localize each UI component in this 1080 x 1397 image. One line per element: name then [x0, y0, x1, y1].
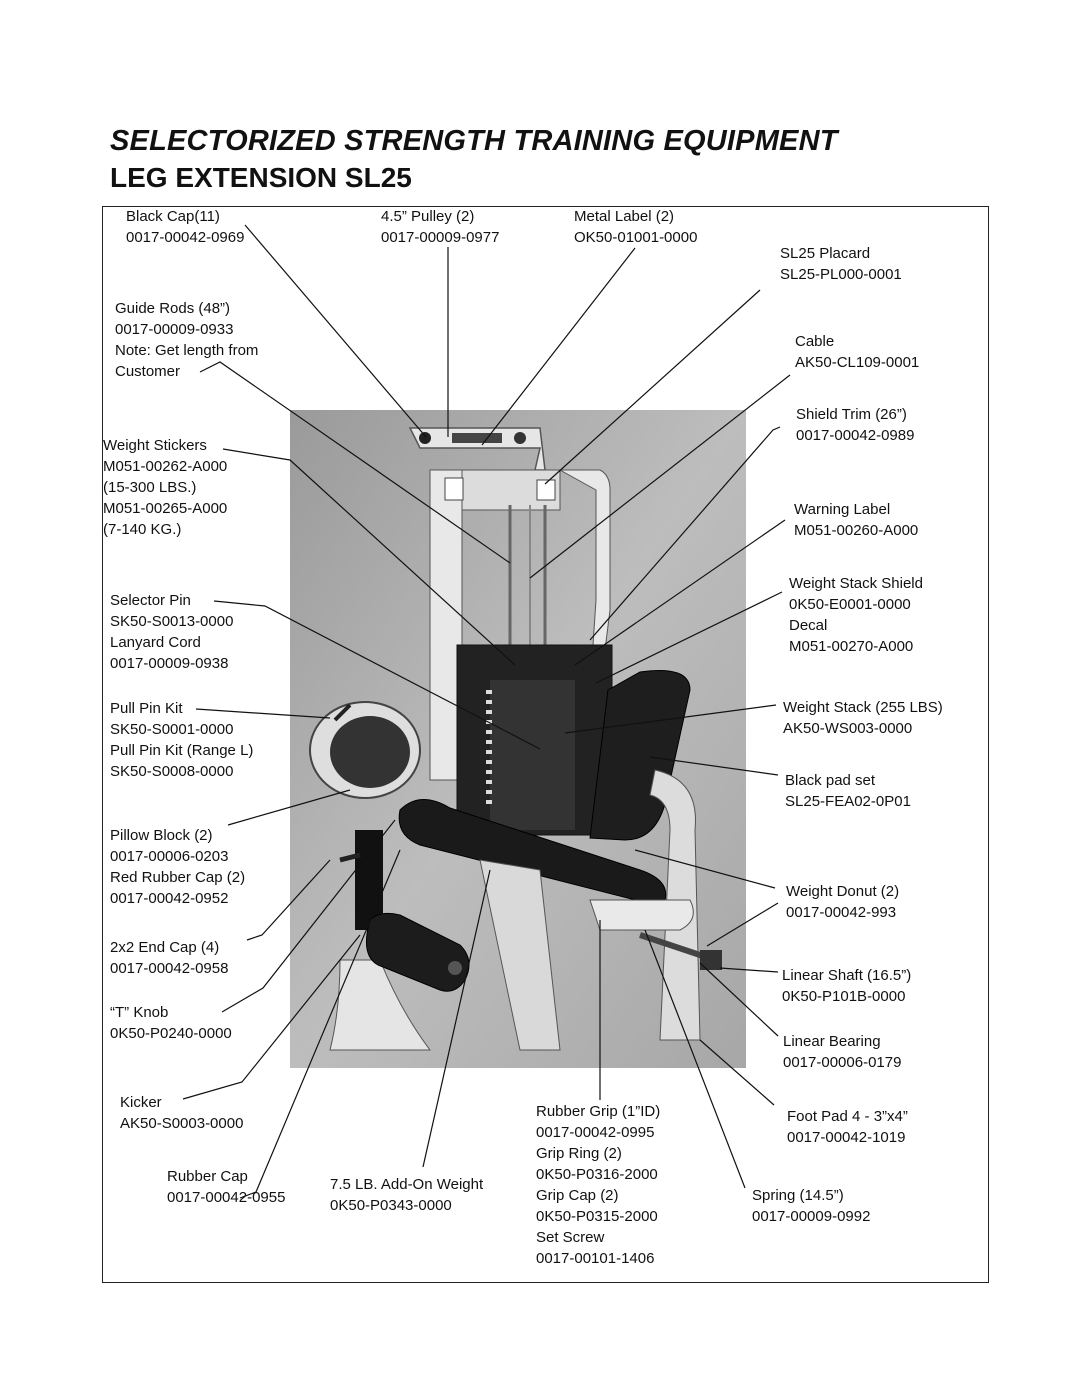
weight-stack-label: Weight Stack (255 LBS)AK50-WS003-0000 [783, 699, 943, 737]
front-leg [329, 959, 431, 1051]
foot-pad-label: Foot Pad 4 - 3”x4”0017-00042-1019 [787, 1108, 908, 1146]
weight-donut-label: Weight Donut (2)0017-00042-993 [786, 883, 900, 921]
diagram-frame [102, 206, 989, 1283]
kicker-arm [355, 830, 383, 930]
spring-label: Spring (14.5”)0017-00009-0992 [752, 1187, 871, 1225]
document-title: SELECTORIZED STRENGTH TRAINING EQUIPMENT [110, 125, 838, 157]
shield-trim-label: Shield Trim (26”)0017-00042-0989 [796, 406, 915, 444]
metal-label-label: Metal Label (2)OK50-01001-0000 [574, 208, 698, 246]
handle-bar [589, 899, 694, 931]
seat-pad [398, 799, 667, 906]
pillow-block-label: Pillow Block (2)0017-00006-0203 Red Rubb… [110, 827, 246, 907]
linear-shaft-label: Linear Shaft (16.5”)0K50-P101B-0000 [782, 967, 912, 1005]
center-leg [479, 859, 561, 1051]
guide-rods-label: Guide Rods (48”)0017-00009-0933 Note: Ge… [115, 300, 259, 380]
rubber-grip-label: Rubber Grip (1”ID)0017-00042-0995 Grip R… [536, 1103, 661, 1267]
black-cap-label: Black Cap(11)0017-00042-0969 [126, 208, 245, 246]
pulley-label: 4.5” Pulley (2)0017-00009-0977 [381, 208, 500, 246]
model-title: LEG EXTENSION SL25 [110, 162, 412, 193]
end-cap-label: 2x2 End Cap (4)0017-00042-0958 [110, 939, 229, 977]
weight-stack [490, 680, 575, 830]
black-cap-mark [419, 432, 431, 444]
